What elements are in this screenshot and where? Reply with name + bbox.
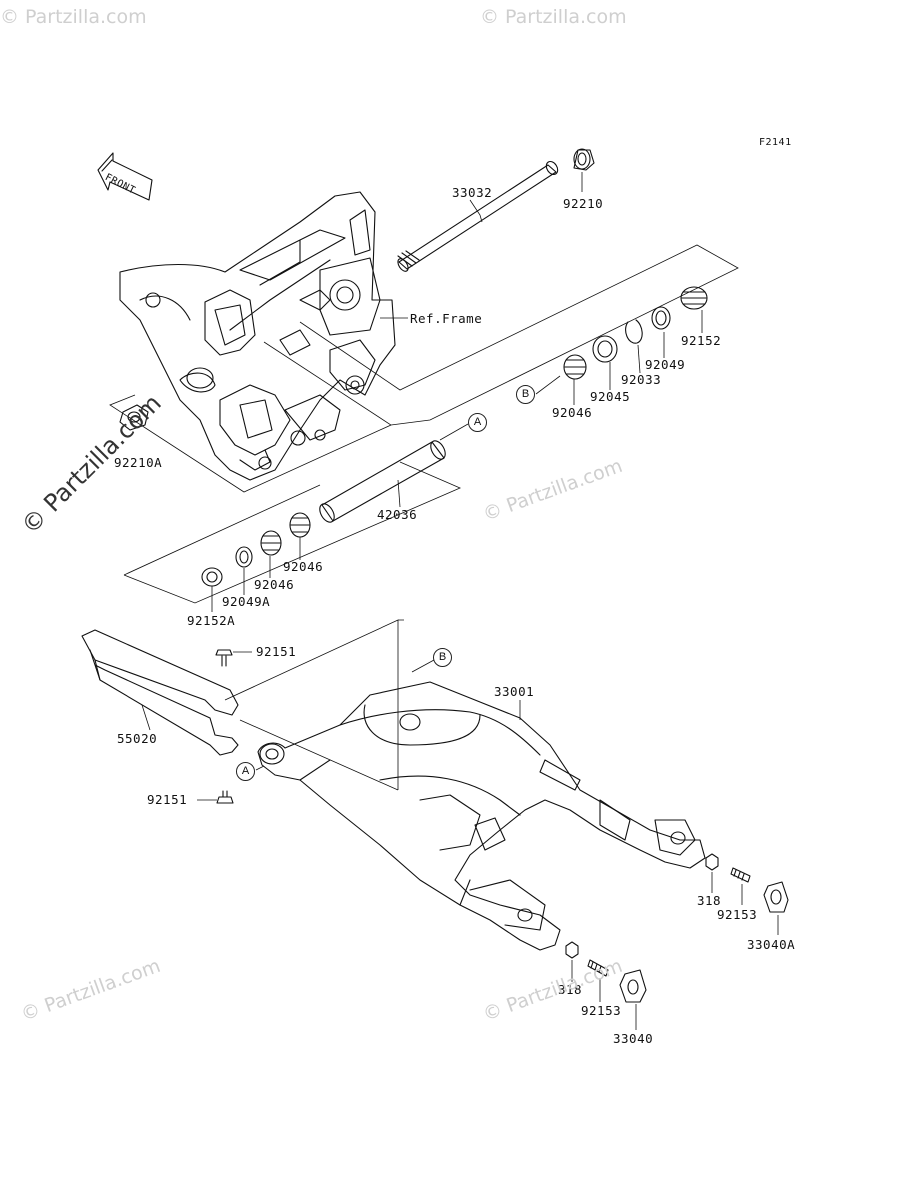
- collar-92049a: [235, 546, 253, 568]
- chain-guard-55020: [81, 629, 239, 756]
- part-label-92046-upper: 92046: [552, 405, 593, 420]
- bolt-92153-right: [730, 867, 751, 883]
- part-label-318-right: 318: [697, 893, 722, 908]
- bearing-92046-upper: [563, 354, 587, 380]
- leader-55020: [141, 704, 151, 731]
- part-label-55020: 55020: [117, 731, 158, 746]
- leader-42036: [397, 479, 401, 508]
- nut-92210: [573, 148, 595, 171]
- collar-92049: [651, 306, 671, 330]
- bolt-92151-upper: [215, 649, 233, 667]
- swingarm-33001: [257, 681, 706, 951]
- part-label-92151-lower: 92151: [147, 792, 188, 807]
- part-label-92033: 92033: [621, 372, 662, 387]
- watermark-top-right: © Partzilla.com: [480, 6, 627, 28]
- part-label-92210: 92210: [563, 196, 604, 211]
- watermark-top-left: © Partzilla.com: [0, 6, 147, 28]
- ref-frame-label: Ref.Frame: [410, 311, 483, 326]
- front-arrow-icon: [97, 152, 153, 201]
- callout-a-upper: A: [468, 413, 487, 432]
- leader-b-lower: [411, 659, 435, 673]
- part-label-33032: 33032: [452, 185, 493, 200]
- circlip-92033: [625, 319, 643, 344]
- section-outline-upper: [109, 244, 739, 493]
- main-frame-drawing: [119, 191, 396, 481]
- part-label-92049: 92049: [645, 357, 686, 372]
- part-label-92049a: 92049A: [222, 594, 271, 609]
- bolt-92151-lower: [216, 790, 234, 804]
- leader-92033: [637, 344, 641, 374]
- leader-a-upper: [439, 423, 469, 441]
- part-label-92151-upper: 92151: [256, 644, 297, 659]
- leader-a-lower: [255, 765, 265, 771]
- section-outline-lower: [123, 461, 462, 604]
- part-label-92152a: 92152A: [187, 613, 236, 628]
- part-label-33040: 33040: [613, 1031, 654, 1046]
- part-label-92152: 92152: [681, 333, 722, 348]
- nut-318-right: [705, 853, 719, 871]
- part-label-318-lower: 318: [558, 982, 583, 997]
- part-label-33040a: 33040A: [747, 937, 796, 952]
- pivot-shaft-33032: [397, 160, 559, 272]
- section-outline-guard: [224, 619, 404, 791]
- seal-92152a: [201, 567, 223, 587]
- bearing-92046-lower-left: [260, 530, 282, 556]
- callout-b-upper: B: [516, 385, 535, 404]
- part-label-92045: 92045: [590, 389, 631, 404]
- part-label-33001: 33001: [494, 684, 535, 699]
- callout-a-lower: A: [236, 762, 255, 781]
- bearing-92045: [592, 335, 618, 363]
- block-33040: [619, 969, 647, 1003]
- bolt-92153-lower: [587, 959, 609, 977]
- callout-b-lower: B: [433, 648, 452, 667]
- leader-b-upper: [535, 375, 561, 395]
- figure-code: F2141: [759, 137, 792, 148]
- leader-33032: [469, 199, 483, 223]
- bearing-92046-lower-right: [289, 512, 311, 538]
- part-label-92046-lower-left: 92046: [254, 577, 295, 592]
- part-label-92153-lower: 92153: [581, 1003, 622, 1018]
- part-label-92046-lower-right: 92046: [283, 559, 324, 574]
- nut-318-lower: [565, 941, 579, 959]
- seal-92152: [680, 286, 708, 310]
- part-label-92210a: 92210A: [114, 455, 163, 470]
- part-label-92153-right: 92153: [717, 907, 758, 922]
- block-33040a: [763, 881, 789, 913]
- part-label-42036: 42036: [377, 507, 418, 522]
- sleeve-42036: [319, 440, 446, 523]
